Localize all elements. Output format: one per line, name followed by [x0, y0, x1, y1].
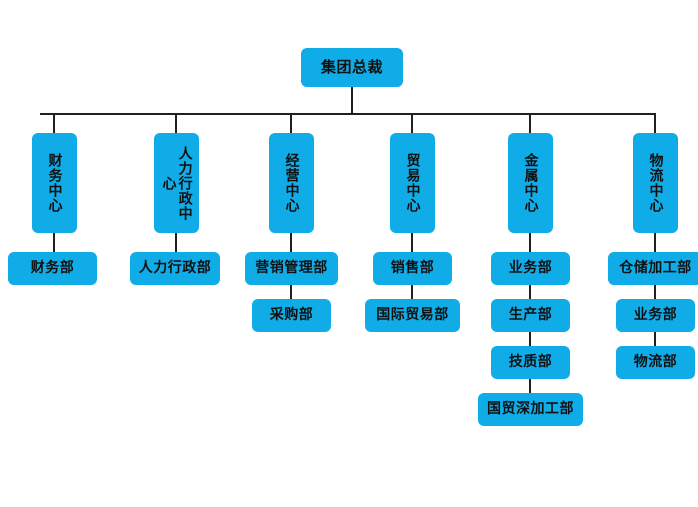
org-node-warehouse-processing-dept[interactable]: 仓储加工部	[608, 252, 698, 285]
org-node-tech-quality-dept[interactable]: 技质部	[491, 346, 570, 379]
connector-hr-admin-center-dept-0	[175, 233, 177, 254]
connector-metals-center-dept-0	[529, 233, 531, 254]
connector-metals-center-dept-1	[529, 285, 531, 301]
connector-bus-to-trade-center	[411, 113, 413, 135]
connector-trade-center-dept-0	[411, 233, 413, 254]
connector-finance-center-dept-0	[53, 233, 55, 254]
org-node-marketing-mgmt-dept[interactable]: 营销管理部	[245, 252, 338, 285]
org-node-finance-dept[interactable]: 财务部	[8, 252, 97, 285]
org-node-sales-dept[interactable]: 销售部	[373, 252, 452, 285]
connector-horizontal-bus	[40, 113, 656, 115]
org-node-root[interactable]: 集团总裁	[301, 48, 403, 87]
connector-metals-center-dept-3	[529, 379, 531, 395]
org-node-operations-center[interactable]: 经营中心	[269, 133, 314, 233]
org-node-metals-center[interactable]: 金属中心	[508, 133, 553, 233]
connector-bus-to-logistics-center	[654, 113, 656, 135]
connector-logistics-center-dept-0	[654, 233, 656, 254]
org-node-logistics-business-dept[interactable]: 业务部	[616, 299, 695, 332]
connector-logistics-center-dept-2	[654, 332, 656, 348]
connector-logistics-center-dept-1	[654, 285, 656, 301]
org-node-intl-trade-processing-dept[interactable]: 国贸深加工部	[478, 393, 583, 426]
connector-bus-to-operations-center	[290, 113, 292, 135]
org-node-intl-trade-dept[interactable]: 国际贸易部	[365, 299, 460, 332]
connector-root-drop	[351, 87, 353, 115]
connector-bus-to-hr-admin-center	[175, 113, 177, 135]
org-node-finance-center[interactable]: 财务中心	[32, 133, 77, 233]
connector-metals-center-dept-2	[529, 332, 531, 348]
connector-bus-to-finance-center	[53, 113, 55, 135]
org-node-logistics-center[interactable]: 物流中心	[633, 133, 678, 233]
connector-operations-center-dept-1	[290, 285, 292, 301]
org-node-hr-admin-dept[interactable]: 人力行政部	[130, 252, 220, 285]
org-node-logistics-dept[interactable]: 物流部	[616, 346, 695, 379]
org-node-metals-business-dept[interactable]: 业务部	[491, 252, 570, 285]
org-node-hr-admin-center[interactable]: 人力行政中心	[154, 133, 199, 233]
connector-trade-center-dept-1	[411, 285, 413, 301]
connector-bus-to-metals-center	[529, 113, 531, 135]
org-node-trade-center[interactable]: 贸易中心	[390, 133, 435, 233]
org-node-purchasing-dept[interactable]: 采购部	[252, 299, 331, 332]
connector-operations-center-dept-0	[290, 233, 292, 254]
org-node-production-dept[interactable]: 生产部	[491, 299, 570, 332]
